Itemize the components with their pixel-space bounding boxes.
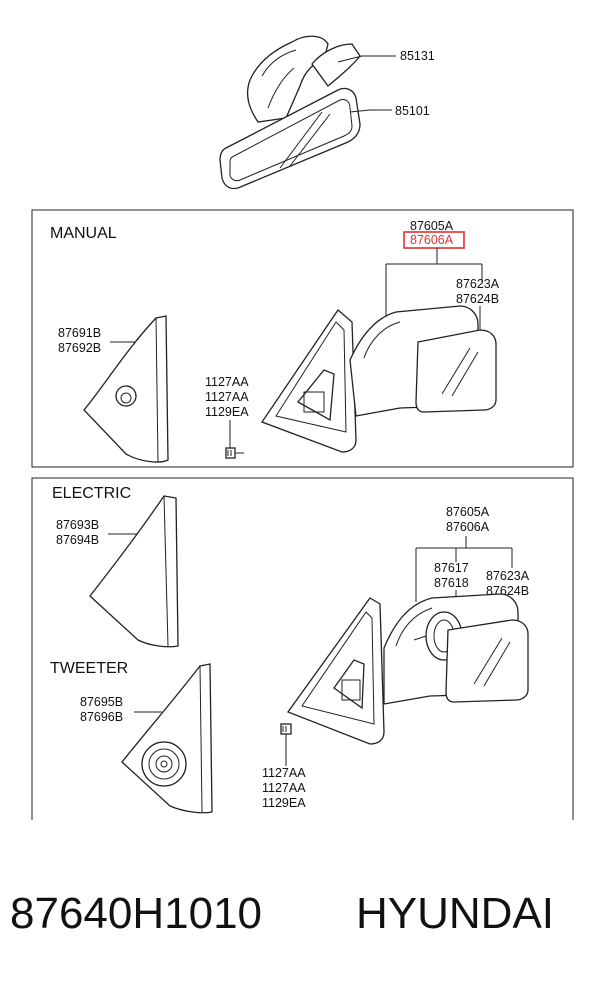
- electric-label-87618: 87618: [434, 576, 469, 590]
- electric-cover-triangle: [89, 495, 179, 648]
- manual-label-1127AA-2: 1127AA: [205, 390, 249, 404]
- manual-leaders: [110, 248, 483, 448]
- electric-section-frame: [31, 477, 574, 820]
- manual-label-87623A: 87623A: [456, 277, 500, 291]
- part-label-85131: 85131: [400, 49, 435, 63]
- electric-section-title: ELECTRIC: [52, 485, 131, 502]
- manual-label-87605A: 87605A: [410, 219, 454, 233]
- electric-label-87694B: 87694B: [56, 533, 99, 547]
- part-number: 87640H1010: [10, 889, 262, 938]
- manual-label-87691B: 87691B: [58, 326, 101, 340]
- tweeter-speaker: [141, 741, 187, 787]
- electric-mirror-glass: [445, 619, 529, 703]
- highlight-box: [403, 231, 465, 249]
- manual-mirror-assembly: [260, 305, 497, 453]
- electric-label-1127AA-2: 1127AA: [262, 781, 306, 795]
- electric-label-87693B: 87693B: [56, 518, 99, 532]
- electric-label-1129EA: 1129EA: [262, 796, 306, 810]
- electric-screw: [280, 723, 292, 744]
- tweeter-label-87696B: 87696B: [80, 710, 123, 724]
- top-leaders: [337, 55, 396, 113]
- manual-screw: [225, 447, 244, 459]
- manual-label-87692B: 87692B: [58, 341, 101, 355]
- manual-section-frame: [31, 209, 574, 468]
- manual-label-87624B: 87624B: [456, 292, 499, 306]
- tweeter-section-title: TWEETER: [50, 660, 128, 677]
- inside-mirror-assembly: [219, 35, 361, 190]
- part-label-85101: 85101: [395, 104, 430, 118]
- electric-label-87605A: 87605A: [446, 505, 490, 519]
- mirror-stay: [246, 35, 329, 123]
- tweeter-cover-triangle: [121, 663, 213, 814]
- tweeter-label-87695B: 87695B: [80, 695, 123, 709]
- manual-section-title: MANUAL: [50, 225, 117, 242]
- cover-grommet: [115, 385, 137, 407]
- electric-label-87623A: 87623A: [486, 569, 530, 583]
- electric-label-87606A: 87606A: [446, 520, 490, 534]
- electric-mirror-assembly: [286, 593, 529, 745]
- electric-label-1127AA-1: 1127AA: [262, 766, 306, 780]
- electric-label-87617: 87617: [434, 561, 469, 575]
- mirror-body: [219, 87, 361, 190]
- manual-label-87606A: 87606A: [410, 233, 454, 247]
- manual-label-1129EA: 1129EA: [205, 405, 249, 419]
- brand-name: HYUNDAI: [356, 889, 554, 938]
- manual-label-1127AA-1: 1127AA: [205, 375, 249, 389]
